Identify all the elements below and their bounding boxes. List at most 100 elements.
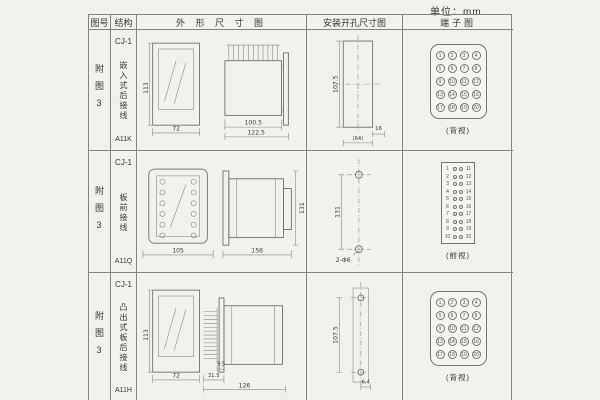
terminal-number-right: 20 bbox=[465, 233, 472, 240]
terminal-pin: 16 bbox=[471, 337, 481, 346]
terminal-pin bbox=[453, 182, 457, 187]
header-structure: 结构 bbox=[111, 15, 137, 30]
dim-label-lip: 16 bbox=[375, 126, 382, 132]
terminal-row: 3 13 bbox=[444, 181, 472, 187]
header-outline: 外 形 尺 寸 图 bbox=[137, 15, 307, 30]
terminal-pin: 15 bbox=[459, 337, 469, 346]
model-code: A11H bbox=[115, 387, 132, 394]
mounting-hole bbox=[356, 368, 364, 376]
terminal-pin: 8 bbox=[471, 311, 481, 320]
terminal-pin: 17 bbox=[435, 350, 445, 359]
terminal-row: 2 12 bbox=[444, 174, 472, 180]
terminal-pin: 5 bbox=[435, 64, 445, 73]
mount-type-label: 嵌入式后接线 bbox=[119, 61, 128, 121]
terminal-cell-row2: 1 11 2 12 3 13 4 bbox=[403, 151, 513, 273]
header-install: 安装开孔尺寸图 bbox=[307, 15, 403, 30]
terminal-number-left: 5 bbox=[446, 196, 449, 203]
terminal-row: 8 18 bbox=[444, 219, 472, 225]
terminal-number-right: 15 bbox=[465, 196, 472, 203]
dim-label-depth: 156 bbox=[251, 247, 263, 254]
view-caption: (前视) bbox=[446, 250, 470, 260]
outline-cell-row2: 105 156 131 bbox=[137, 151, 307, 273]
terminal-pin bbox=[459, 227, 463, 232]
view-caption: (背视) bbox=[446, 126, 470, 135]
height-dim: 131 bbox=[292, 170, 305, 245]
terminal-pin: 14 bbox=[447, 90, 457, 99]
terminal-pin bbox=[459, 174, 463, 179]
terminal-pin: 14 bbox=[447, 337, 457, 346]
terminal-diagram-a11q: 1 11 2 12 3 13 4 bbox=[441, 162, 475, 261]
depth-inner-dim: 100.5 bbox=[224, 119, 282, 131]
terminal-pin: 6 bbox=[447, 64, 457, 73]
terminal-pin: 9 bbox=[435, 324, 445, 333]
depth-outer-dim: 122.5 bbox=[224, 129, 289, 140]
install-drawing-a11h: 107.5 6.4 bbox=[332, 282, 371, 390]
side-view bbox=[202, 297, 283, 373]
outline-drawing-a11k: 113 72 100.5 122.5 bbox=[142, 42, 289, 140]
dim-label-height: 113 bbox=[142, 329, 149, 341]
terminal-number-right: 13 bbox=[465, 181, 472, 188]
front-view bbox=[147, 168, 208, 244]
terminal-pin: 10 bbox=[447, 324, 457, 333]
unit-label: 单位：mm bbox=[430, 7, 482, 18]
dim-label-height: 131 bbox=[299, 202, 305, 214]
terminal-pin bbox=[453, 227, 457, 232]
terminal-pin bbox=[453, 174, 457, 179]
terminal-pin: 11 bbox=[459, 324, 469, 333]
outline-drawing-a11q: 105 156 131 bbox=[142, 168, 305, 258]
terminal-row: 5 15 bbox=[444, 196, 472, 202]
terminal-number-right: 11 bbox=[465, 166, 472, 173]
dim-label-width: 105 bbox=[172, 247, 184, 254]
outline-drawing-a11h: 113 72 9.5 31.5 bbox=[142, 289, 286, 393]
front-view bbox=[151, 42, 200, 126]
spec-table: 图号 结构 外 形 尺 寸 图 安装开孔尺寸图 端子图 附图3 CJ-1 嵌入式… bbox=[88, 14, 513, 400]
model-label: CJ-1 bbox=[115, 37, 132, 46]
model-code: A11K bbox=[115, 136, 132, 143]
side-view bbox=[222, 170, 292, 246]
side-view bbox=[223, 44, 289, 126]
terminal-pin bbox=[459, 234, 463, 239]
terminal-pin: 11 bbox=[459, 77, 469, 86]
terminal-row: 1 11 bbox=[444, 166, 472, 172]
terminal-pin: 6 bbox=[447, 311, 457, 320]
terminal-row: 4 14 bbox=[444, 189, 472, 195]
model-label: CJ-1 bbox=[115, 158, 132, 167]
terminal-row: 10 20 bbox=[444, 234, 472, 240]
terminal-pin: 2 bbox=[447, 298, 457, 307]
mounting-hole bbox=[354, 244, 363, 253]
install-drawing-a11q: 131 2-Φ6 bbox=[334, 158, 371, 265]
terminal-number-right: 18 bbox=[465, 218, 472, 225]
terminal-pin: 18 bbox=[447, 103, 457, 112]
width-dim: 105 bbox=[142, 247, 214, 258]
terminal-number-right: 14 bbox=[465, 188, 472, 195]
model-code: A11Q bbox=[114, 258, 133, 265]
mounting-hole bbox=[354, 170, 363, 179]
dim-label-hole-size: 2-Φ6 bbox=[335, 256, 350, 263]
header-terminal: 端子图 bbox=[403, 15, 513, 30]
terminal-pin bbox=[459, 212, 463, 217]
terminal-pin: 13 bbox=[435, 90, 445, 99]
terminal-pin bbox=[459, 189, 463, 194]
terminal-pin: 1 bbox=[435, 51, 445, 60]
outline-cell-row1: 113 72 100.5 122.5 bbox=[137, 30, 307, 151]
terminal-pin: 19 bbox=[459, 350, 469, 359]
terminal-pin: 5 bbox=[435, 311, 445, 320]
terminal-pin: 16 bbox=[471, 90, 481, 99]
terminal-pin bbox=[453, 212, 457, 217]
terminal-number-right: 12 bbox=[465, 173, 472, 180]
terminal-pin bbox=[453, 197, 457, 202]
dim-label-hole-spacing: 107.5 bbox=[332, 326, 339, 344]
terminal-number-left: 8 bbox=[446, 218, 449, 225]
dim-label-cutout-height: 107.5 bbox=[332, 75, 339, 93]
fig-number: 附图3 bbox=[94, 311, 104, 363]
dim-label-hole-spacing: 131 bbox=[334, 206, 341, 218]
dim-label-width-ref: (64) bbox=[352, 136, 363, 142]
fig-number: 附图3 bbox=[94, 185, 104, 238]
terminal-pin: 12 bbox=[471, 77, 481, 86]
